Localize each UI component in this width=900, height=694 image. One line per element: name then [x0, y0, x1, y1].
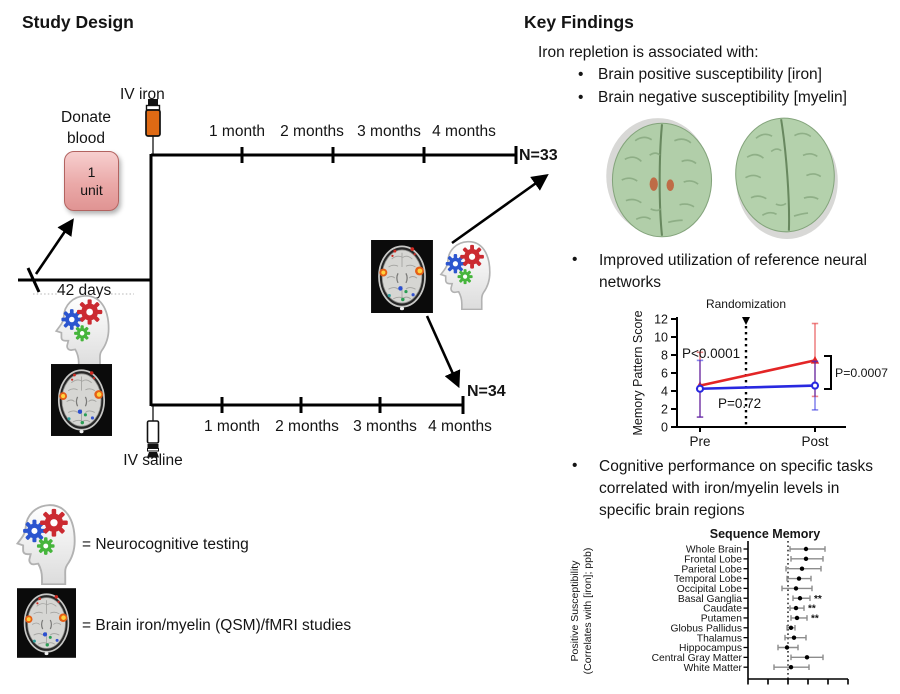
svg-text:Basal Ganglia: Basal Ganglia [678, 594, 742, 605]
svg-text:Sequence Memory: Sequence Memory [710, 527, 821, 541]
bullet-icon [572, 251, 577, 269]
svg-text:(Correlates with [iron]; ppb): (Correlates with [iron]; ppb) [582, 548, 594, 675]
legend-qsm-fmri: = Brain iron/myelin (QSM)/fMRI studies [82, 617, 352, 634]
svg-text:4: 4 [661, 385, 668, 399]
flow-arrows [34, 174, 549, 389]
iv-iron-vial-icon [145, 99, 161, 137]
bullet-icon [572, 457, 577, 475]
head-gears-icon [13, 502, 76, 585]
brain-mri-icon [371, 240, 433, 313]
month-label: 2 months [275, 418, 339, 435]
iv-saline-vial-icon [146, 420, 160, 458]
svg-text:0: 0 [661, 421, 668, 435]
head-gears-icon [52, 293, 110, 369]
study-design-title: Study Design [22, 12, 134, 32]
month-label: 4 months [432, 123, 496, 140]
svg-text:Occipital Lobe: Occipital Lobe [677, 584, 743, 595]
finding-cognitive-performance: Cognitive performance on specific tasks … [599, 458, 873, 519]
svg-text:Central Gray Matter: Central Gray Matter [652, 653, 743, 664]
month-label: 4 months [428, 418, 492, 435]
svg-text:8: 8 [661, 349, 668, 363]
svg-text:Parietal Lobe: Parietal Lobe [681, 564, 742, 575]
bullet-icon [578, 66, 583, 84]
brain-mri-icon [17, 588, 76, 658]
donate-blood-label: Donate blood [61, 109, 111, 147]
n-saline-label: N=34 [467, 383, 506, 400]
svg-text:P<0.0001: P<0.0001 [682, 346, 740, 361]
svg-text:12: 12 [654, 313, 668, 327]
svg-text:Temporal Lobe: Temporal Lobe [674, 574, 742, 585]
svg-text:Memory Pattern Score: Memory Pattern Score [631, 310, 645, 435]
svg-text:Caudate: Caudate [703, 604, 742, 615]
svg-text:White Matter: White Matter [684, 663, 743, 674]
svg-text:Globus Pallidus: Globus Pallidus [670, 623, 742, 634]
finding-negative-susceptibility: Brain negative susceptibility [myelin] [598, 89, 847, 106]
svg-text:Thalamus: Thalamus [697, 633, 742, 644]
svg-text:Positive Susceptibility: Positive Susceptibility [569, 560, 581, 662]
svg-text:2: 2 [661, 403, 668, 417]
unit-value: 1 [87, 163, 96, 180]
svg-text:**: ** [811, 613, 819, 624]
iv-saline-label: IV saline [123, 452, 183, 469]
brain-3d-left-icon [604, 116, 720, 244]
finding-positive-susceptibility: Brain positive susceptibility [iron] [598, 66, 822, 83]
svg-text:Post: Post [801, 434, 828, 449]
timeline-months-top: 1 month 2 months 3 months 4 months [0, 123, 560, 143]
month-label: 2 months [280, 123, 344, 140]
svg-text:6: 6 [661, 367, 668, 381]
svg-text:P=0.72: P=0.72 [718, 396, 761, 411]
month-label: 3 months [357, 123, 421, 140]
bullet-icon [578, 89, 583, 107]
legend-neurocognitive: = Neurocognitive testing [82, 536, 249, 553]
timeline-lines [18, 146, 518, 414]
timeline-months-bottom: 1 month 2 months 3 months 4 months [0, 418, 560, 438]
brain-mri-icon [51, 364, 112, 436]
month-label: 1 month [208, 123, 266, 140]
month-label: 3 months [353, 418, 417, 435]
blood-unit-box: 1 unit [64, 151, 119, 211]
finding-neural-networks: Improved utilization of reference neural… [599, 252, 867, 291]
study-design-diagram [18, 136, 549, 421]
svg-text:Randomization: Randomization [706, 297, 786, 311]
key-findings-title: Key Findings [524, 12, 634, 32]
month-label: 1 month [203, 418, 261, 435]
svg-text:**: ** [808, 604, 816, 615]
svg-text:Hippocampus: Hippocampus [679, 643, 742, 654]
svg-text:10: 10 [654, 331, 668, 345]
brain-3d-right-icon [726, 112, 844, 242]
svg-text:Putamen: Putamen [701, 614, 742, 625]
key-findings-intro: Iron repletion is associated with: [538, 44, 759, 61]
days-label: 42 days [57, 282, 112, 299]
svg-text:Frontal Lobe: Frontal Lobe [684, 554, 742, 565]
iv-iron-label: IV iron [120, 86, 165, 103]
svg-text:Pre: Pre [689, 434, 710, 449]
svg-text:P=0.0007: P=0.0007 [835, 366, 888, 380]
unit-word: unit [80, 182, 103, 198]
n-iron-label: N=33 [519, 147, 558, 164]
head-gears-icon [437, 239, 491, 310]
svg-text:**: ** [814, 594, 822, 605]
svg-text:Whole Brain: Whole Brain [686, 545, 742, 556]
